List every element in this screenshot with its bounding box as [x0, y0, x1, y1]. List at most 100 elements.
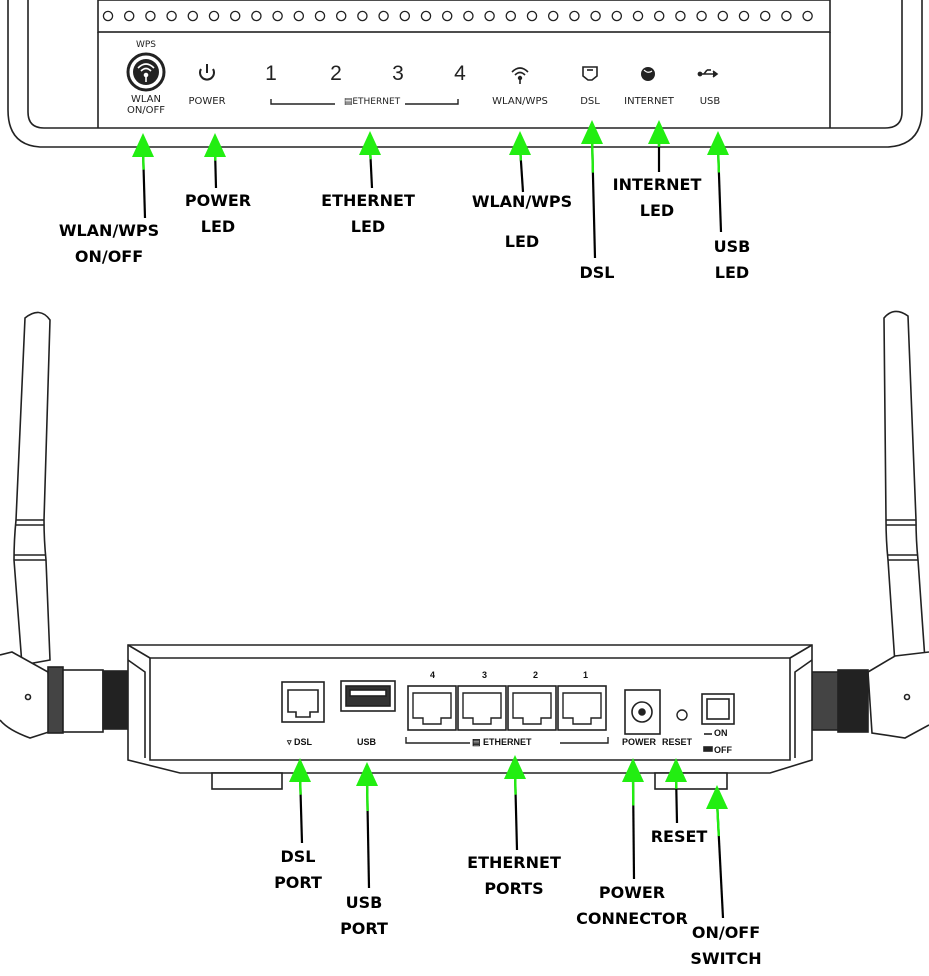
ethernet-led-number: 4: [454, 62, 466, 85]
network-icon: ▤: [472, 737, 481, 747]
usb-port[interactable]: [340, 680, 396, 712]
vent-hole: [420, 10, 432, 22]
reset-button[interactable]: [676, 709, 688, 721]
vent-hole: [272, 10, 283, 22]
network-icon: ▤: [343, 97, 353, 107]
off-label: OFF: [714, 745, 732, 755]
ethernet-port-number: 4: [430, 670, 436, 680]
ethernet-ports-label: ▤ ETHERNET: [472, 737, 532, 747]
arrow-power-connector: [622, 758, 644, 880]
ethernet-port-number: 3: [482, 670, 488, 680]
callout-reset: RESET: [650, 827, 708, 846]
vent-hole: [463, 10, 474, 22]
arrow-usb-led: [707, 131, 729, 233]
arrow-reset: [665, 758, 687, 824]
vent-hole: [314, 10, 326, 22]
on-off-switch[interactable]: [701, 693, 735, 752]
vent-hole: [632, 10, 644, 22]
usb-led-label: USB: [699, 96, 721, 107]
callout-wlan-wps-onoff: WLAN/WPS ON/OFF: [58, 221, 160, 266]
power-led-label: POWER: [188, 96, 226, 107]
vent-hole: [505, 10, 517, 22]
callout-arrows: [132, 120, 729, 919]
vent-hole: [569, 10, 580, 22]
vent-hole: [590, 10, 601, 22]
arrow-dsl-port: [289, 758, 311, 844]
usb-icon: [697, 69, 719, 78]
arrow-internet-led: [648, 120, 670, 172]
vent-hole: [166, 10, 177, 22]
arrow-ethernet-ports: [504, 755, 526, 851]
arrow-wlan-wps-onoff: [132, 133, 154, 219]
vent-hole: [759, 10, 771, 22]
ethernet-port[interactable]: [457, 685, 507, 731]
vent-hole: [399, 10, 411, 22]
ethernet-ports[interactable]: [407, 685, 607, 731]
callout-onoff-switch: ON/OFF SWITCH: [690, 923, 762, 968]
left-antenna: [0, 311, 129, 739]
ethernet-led-bracket: [270, 99, 459, 105]
vent-hole: [717, 10, 729, 22]
callout-usb-port: USB PORT: [340, 893, 388, 938]
ethernet-port-number: 2: [533, 670, 539, 680]
ethernet-port[interactable]: [557, 685, 607, 731]
ethernet-port[interactable]: [507, 685, 557, 731]
ethernet-led-number: 1: [265, 62, 277, 85]
arrow-usb-port: [356, 762, 378, 889]
callout-usb-led: USB LED: [713, 237, 751, 282]
vent-hole: [145, 10, 156, 22]
power-connector-label: POWER: [622, 737, 657, 747]
vent-hole: [251, 10, 262, 22]
callout-power-led: POWER LED: [184, 191, 252, 236]
vent-hole: [335, 10, 347, 22]
vent-hole: [123, 10, 135, 22]
vent-hole: [738, 10, 750, 22]
power-connector[interactable]: [624, 689, 661, 735]
on-label: ON: [714, 728, 728, 738]
vent-hole: [484, 10, 495, 22]
ethernet-port-number: 1: [583, 670, 589, 680]
ethernet-led-number: 3: [392, 62, 404, 85]
internet-led-label: INTERNET: [624, 96, 674, 107]
right-antenna: [811, 310, 929, 739]
globe-icon: [641, 67, 655, 81]
ethernet-led-label: ▤ETHERNET: [343, 97, 401, 107]
vent-hole: [378, 10, 389, 22]
vent-hole: [187, 10, 199, 22]
ethernet-port-bracket: [405, 737, 609, 744]
callout-ethernet-led: ETHERNET LED: [321, 191, 415, 236]
wifi-icon: [137, 63, 155, 82]
usb-port-label: USB: [357, 737, 377, 747]
wlan-wps-led-icon: [511, 67, 529, 84]
dsl-led-icon: [582, 66, 598, 81]
vent-hole: [802, 10, 813, 22]
dsl-icon: ▿: [287, 737, 292, 747]
wlan-onoff-label: WLAN ON/OFF: [126, 94, 166, 116]
reset-label: RESET: [662, 737, 693, 747]
vent-hole: [357, 10, 368, 22]
vent-hole: [526, 10, 538, 22]
callout-power-connector: POWER CONNECTOR: [576, 883, 688, 928]
ethernet-port[interactable]: [407, 685, 457, 731]
power-icon: [199, 64, 215, 81]
vent-hole: [696, 10, 707, 22]
wps-label: WPS: [135, 40, 157, 50]
vent-hole: [653, 10, 665, 22]
arrow-ethernet-led: [359, 131, 381, 189]
arrow-power-led: [204, 133, 226, 189]
callout-wlan-wps-led: WLAN/WPS LED: [471, 192, 573, 251]
wlan-wps-led-label: WLAN/WPS: [492, 96, 548, 107]
vent-hole: [675, 10, 686, 22]
callout-dsl-port: DSL PORT: [274, 847, 322, 892]
wps-button[interactable]: [126, 52, 166, 92]
vent-hole: [781, 10, 792, 22]
vent-hole: [229, 10, 241, 22]
vent-hole: [611, 10, 623, 22]
vent-hole: [547, 10, 559, 22]
vent-hole: [441, 10, 453, 22]
vent-hole: [293, 10, 305, 22]
dsl-port[interactable]: [281, 681, 325, 723]
arrow-onoff-switch: [706, 785, 728, 919]
front-led-dot-row: [102, 10, 813, 22]
callout-internet-led: INTERNET LED: [612, 175, 702, 220]
